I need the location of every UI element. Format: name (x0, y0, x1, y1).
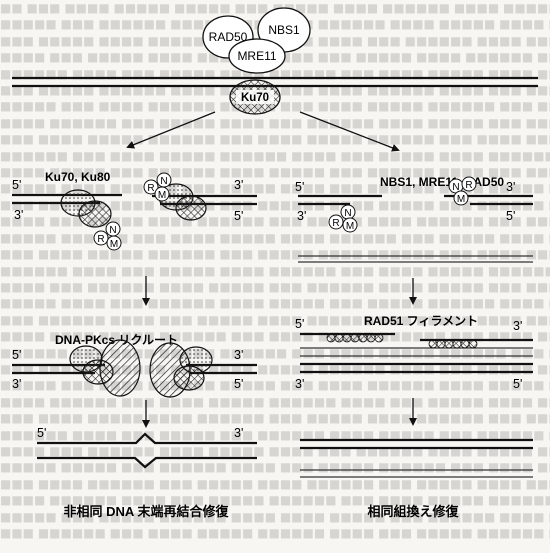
ku-protein (78, 200, 112, 228)
mre11-small (106, 235, 122, 251)
end-3prime: 3' (297, 209, 306, 223)
ku-protein (82, 359, 114, 385)
top-dsb-section: RAD50 NBS1 MRE11 Ku70 (12, 7, 538, 115)
end-5prime: 5' (12, 178, 21, 192)
rejoined-strand-top (37, 432, 257, 445)
m-label: M (346, 221, 354, 232)
rad51-protein (334, 333, 344, 343)
r-label: R (97, 234, 104, 245)
ku-protein (173, 365, 205, 391)
end-3prime: 3' (12, 377, 21, 391)
n-label: N (160, 176, 167, 187)
mre11-small (154, 186, 170, 202)
nbs1-label: NBS1 (268, 23, 300, 37)
n-label: N (344, 208, 351, 219)
n-label: N (452, 182, 459, 193)
end-5prime: 5' (295, 317, 304, 331)
rad51-protein (428, 339, 438, 349)
rad50-small (461, 176, 477, 192)
r-label: R (332, 218, 339, 229)
end-5prime: 5' (513, 377, 522, 391)
end-3prime: 3' (506, 180, 515, 194)
rad50-label: RAD50 (209, 30, 248, 44)
mre11-small (342, 217, 358, 233)
rad51-protein (468, 339, 478, 349)
hr-pathway: NBS1, MRE11, RAD50 5' 3' 3' 5' R N M N R… (295, 175, 533, 519)
r-label: R (465, 180, 472, 191)
rad51-filament (326, 333, 478, 349)
end-3prime: 3' (295, 377, 304, 391)
end-3prime: 3' (234, 426, 243, 440)
rad51-protein (366, 333, 376, 343)
end-5prime: 5' (295, 180, 304, 194)
end-5prime: 5' (234, 209, 243, 223)
rejoined-strand-bottom (37, 456, 257, 469)
rad51-protein (452, 339, 462, 349)
rad50-small (143, 179, 159, 195)
rad51-protein (460, 339, 470, 349)
m-label: M (457, 194, 465, 205)
r-label: R (147, 183, 154, 194)
ku70-label: Ku70 (241, 92, 269, 104)
rad51-label: RAD51 フィラメント (364, 314, 478, 328)
nhej-result-label: 非相同 DNA 末端再結合修復 (64, 504, 230, 519)
rad51-protein (350, 333, 360, 343)
end-5prime: 5' (506, 209, 515, 223)
mre11-label: MRE11 (237, 49, 276, 63)
arrow-to-nhej (126, 111, 216, 149)
rad51-protein (436, 339, 446, 349)
mre11-small (453, 190, 469, 206)
rad51-protein (444, 339, 454, 349)
mrn-pair-label: NBS1, MRE11, RAD50 (380, 175, 504, 189)
hr-result-label: 相同組換え修復 (367, 504, 459, 519)
arrow-to-hr (299, 111, 400, 152)
end-5prime: 5' (234, 377, 243, 391)
m-label: M (158, 190, 166, 201)
n-label: N (109, 225, 116, 236)
rad51-protein (342, 333, 352, 343)
rad50-small (328, 214, 344, 230)
mre11-protein (228, 38, 286, 74)
nhej-pathway: Ku70, Ku80 5' 3' 3' 5' R N M (12, 170, 257, 519)
rad51-protein (374, 333, 384, 343)
rad51-protein (358, 333, 368, 343)
end-3prime: 3' (234, 348, 243, 362)
ku-protein (175, 195, 207, 221)
m-label: M (110, 239, 118, 250)
end-3prime: 3' (234, 178, 243, 192)
ku-pair-label: Ku70, Ku80 (45, 170, 111, 184)
end-5prime: 5' (12, 348, 21, 362)
rad50-small (93, 230, 109, 246)
end-5prime: 5' (37, 426, 46, 440)
end-3prime: 3' (513, 319, 522, 333)
rad51-protein (326, 333, 336, 343)
end-3prime: 3' (14, 208, 23, 222)
